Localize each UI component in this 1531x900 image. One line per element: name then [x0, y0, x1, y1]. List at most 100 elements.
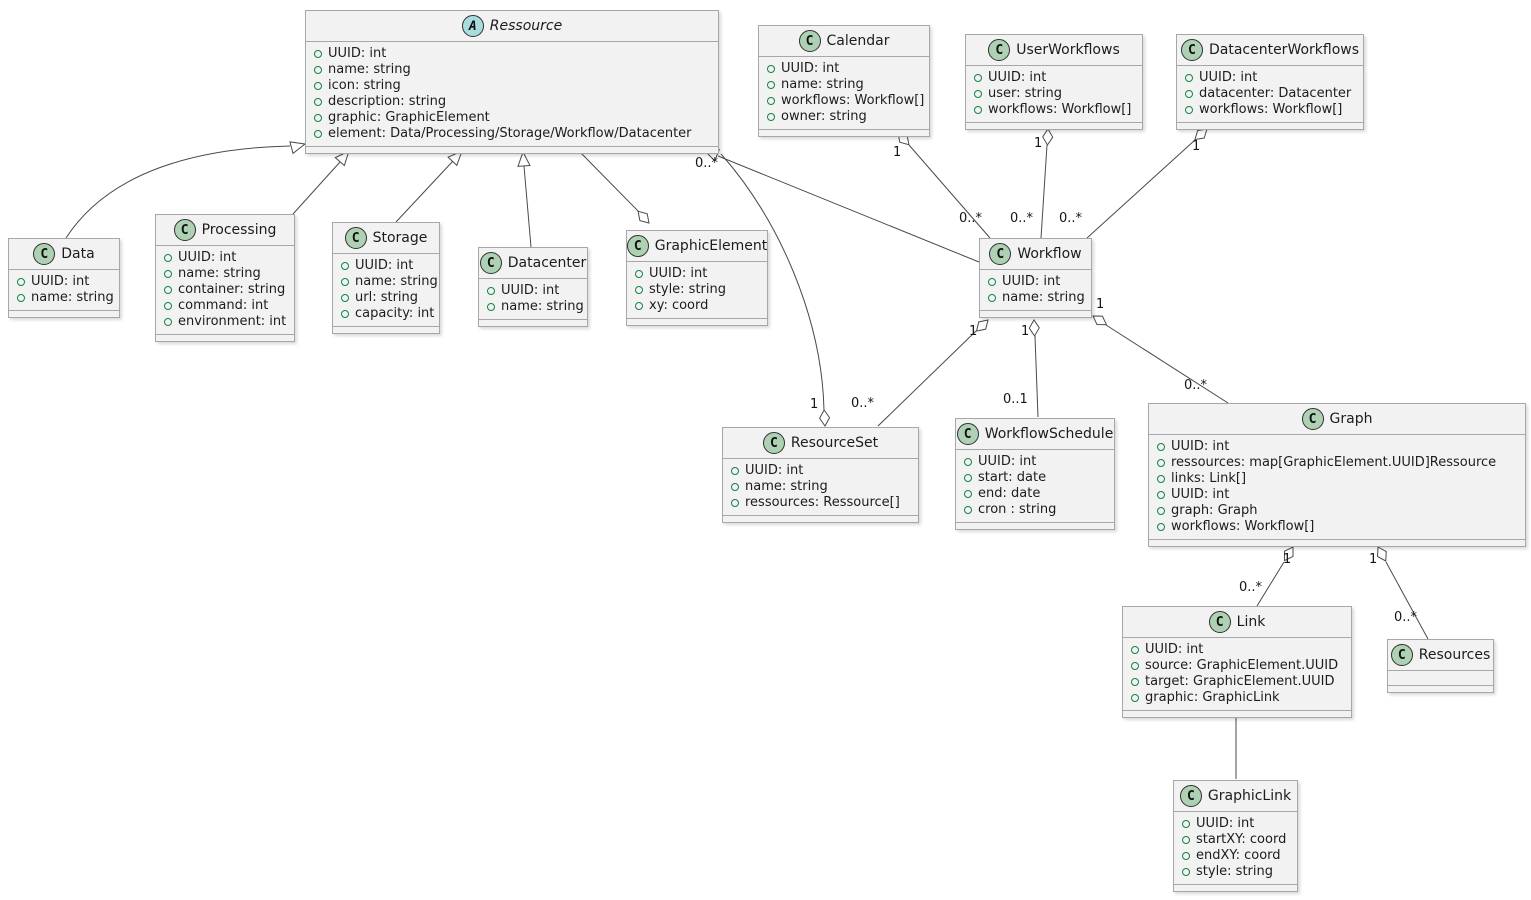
- edge-processing-ressource: [292, 161, 341, 215]
- edge-graph-resources: [1385, 561, 1429, 640]
- methods-compartment: [723, 515, 918, 522]
- field-visibility-icon: [974, 106, 982, 114]
- attribute: UUID: int: [306, 46, 718, 62]
- attribute: UUID: int: [1149, 487, 1525, 503]
- edge-datacenter-ressource: [523, 165, 532, 248]
- methods-compartment: [1174, 884, 1297, 891]
- multiplicity-label: 0..*: [1010, 211, 1034, 226]
- attribute: startXY: coord: [1174, 832, 1297, 848]
- field-visibility-icon: [964, 458, 972, 466]
- class-name: Datacenter: [507, 255, 587, 271]
- attribute: owner: string: [759, 109, 929, 125]
- attribute: icon: string: [306, 78, 718, 94]
- multiplicity-label: 0..*: [1394, 610, 1418, 625]
- attribute: name: string: [156, 266, 294, 282]
- aggregation-diamond: [1284, 546, 1294, 562]
- attributes-compartment: UUID: int name: string: [980, 269, 1091, 310]
- aggregation-diamond: [975, 319, 989, 332]
- class-icon: C: [33, 243, 56, 265]
- attribute: UUID: int: [723, 463, 918, 479]
- field-visibility-icon: [314, 50, 322, 58]
- class-title: C GraphicLink: [1174, 781, 1297, 811]
- class-title: C Data: [9, 239, 119, 269]
- field-visibility-icon: [314, 66, 322, 74]
- class-name: Storage: [372, 230, 428, 246]
- multiplicity-label: 0..*: [959, 211, 983, 226]
- field-visibility-icon: [17, 294, 25, 302]
- attribute: container: string: [156, 282, 294, 298]
- attribute: command: int: [156, 298, 294, 314]
- methods-compartment: [1123, 710, 1351, 717]
- field-visibility-icon: [964, 474, 972, 482]
- attributes-compartment: UUID: int name: string url: string capac…: [333, 253, 439, 326]
- attributes-compartment: UUID: int datacenter: Datacenter workflo…: [1177, 65, 1363, 122]
- inheritance-arrowhead: [289, 141, 307, 155]
- multiplicity-label: 0..*: [1239, 580, 1263, 595]
- multiplicity-label: 0..*: [851, 396, 875, 411]
- field-visibility-icon: [1157, 443, 1165, 451]
- class-name: WorkflowSchedule: [984, 426, 1114, 442]
- edge-data-ressource: [65, 145, 291, 239]
- attributes-compartment: UUID: int source: GraphicElement.UUID ta…: [1123, 637, 1351, 710]
- class-icon: C: [1179, 785, 1202, 807]
- class-icon: C: [479, 252, 502, 274]
- attribute: name: string: [723, 479, 918, 495]
- aggregation-diamond: [1376, 546, 1387, 562]
- attribute: UUID: int: [1174, 816, 1297, 832]
- class-name: DatacenterWorkflows: [1208, 42, 1360, 58]
- field-visibility-icon: [974, 90, 982, 98]
- attributes-compartment: UUID: int name: string ressources: Resso…: [723, 458, 918, 515]
- class-icon: C: [798, 30, 821, 52]
- field-visibility-icon: [487, 287, 495, 295]
- attributes-compartment: UUID: int ressources: map[GraphicElement…: [1149, 434, 1525, 539]
- multiplicity-label: 0..*: [695, 156, 719, 171]
- field-visibility-icon: [487, 303, 495, 311]
- attribute: target: GraphicElement.UUID: [1123, 674, 1351, 690]
- attribute: UUID: int: [1123, 642, 1351, 658]
- field-visibility-icon: [341, 310, 349, 318]
- field-visibility-icon: [164, 318, 172, 326]
- attribute: name: string: [980, 290, 1091, 306]
- methods-compartment: [306, 146, 718, 153]
- attribute: graphic: GraphicLink: [1123, 690, 1351, 706]
- class-name: Resources: [1418, 647, 1491, 663]
- attribute: UUID: int: [9, 274, 119, 290]
- attribute: description: string: [306, 94, 718, 110]
- field-visibility-icon: [767, 81, 775, 89]
- field-visibility-icon: [731, 467, 739, 475]
- aggregation-diamond: [1042, 128, 1054, 146]
- class-icon: C: [1390, 644, 1413, 666]
- aggregation-diamond: [818, 409, 831, 427]
- class-datacenterworkflows: C DatacenterWorkflows UUID: int datacent…: [1176, 34, 1364, 130]
- field-visibility-icon: [314, 114, 322, 122]
- class-graphiclink: C GraphicLink UUID: int startXY: coord e…: [1173, 780, 1298, 892]
- class-name: Workflow: [1017, 246, 1082, 262]
- class-name: Data: [61, 246, 95, 262]
- class-workflowschedule: C WorkflowSchedule UUID: int start: date…: [955, 418, 1115, 530]
- field-visibility-icon: [767, 65, 775, 73]
- class-name: Ressource: [489, 18, 563, 34]
- class-title: A Ressource: [306, 11, 718, 41]
- multiplicity-label: 1: [1021, 324, 1030, 339]
- class-name: Processing: [201, 222, 277, 238]
- attribute: capacity: int: [333, 306, 439, 322]
- class-title: C Processing: [156, 215, 294, 245]
- attributes-compartment: UUID: int user: string workflows: Workfl…: [966, 65, 1142, 122]
- class-name: Graph: [1329, 411, 1373, 427]
- class-workflow: C Workflow UUID: int name: string: [979, 238, 1092, 318]
- inheritance-arrowhead: [517, 150, 531, 167]
- class-ressource: A Ressource UUID: int name: string icon:…: [305, 10, 719, 154]
- multiplicity-label: 1: [1283, 552, 1292, 567]
- attribute: links: Link[]: [1149, 471, 1525, 487]
- class-title: C DatacenterWorkflows: [1177, 35, 1363, 65]
- field-visibility-icon: [1131, 678, 1139, 686]
- attribute: element: Data/Processing/Storage/Workflo…: [306, 126, 718, 142]
- methods-compartment: [333, 326, 439, 333]
- multiplicity-label: 0..*: [1059, 211, 1083, 226]
- field-visibility-icon: [964, 506, 972, 514]
- attributes-compartment: UUID: int startXY: coord endXY: coord st…: [1174, 811, 1297, 884]
- attribute: workflows: Workflow[]: [1177, 102, 1363, 118]
- class-title: C GraphicElement: [626, 231, 767, 261]
- class-title: C WorkflowSchedule: [956, 419, 1114, 449]
- class-graphicelement: C GraphicElement UUID: int style: string…: [626, 230, 768, 326]
